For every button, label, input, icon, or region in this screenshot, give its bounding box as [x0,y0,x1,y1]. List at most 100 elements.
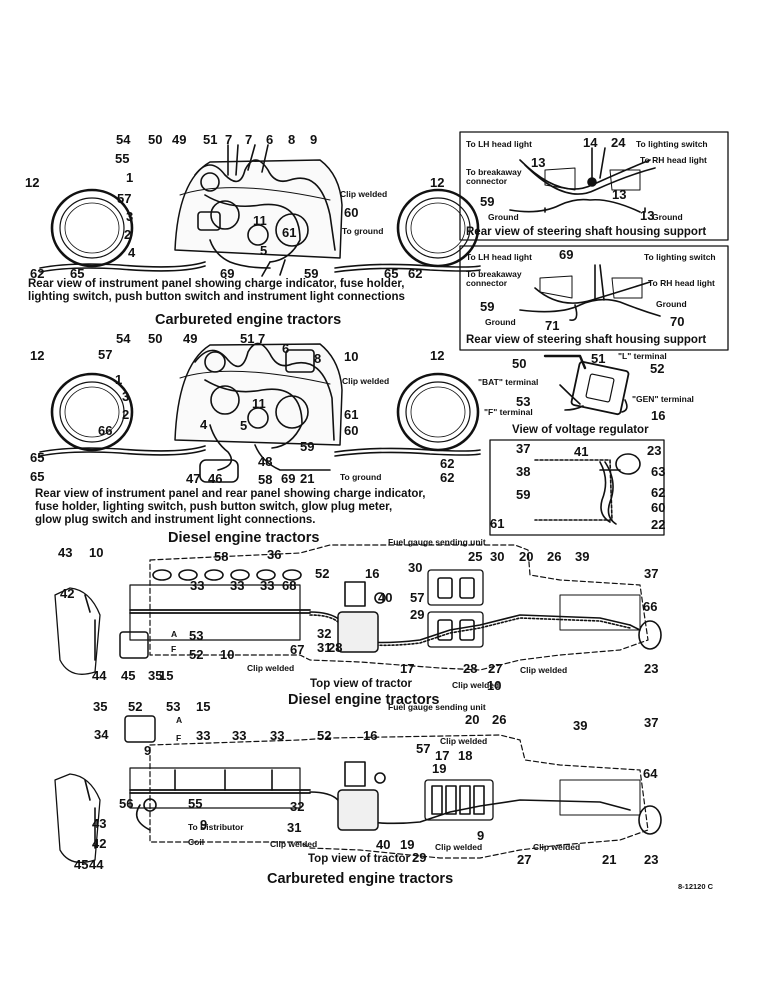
callout-number: 58 [258,472,273,487]
callout-number: 16 [651,408,666,423]
callout-number: 12 [25,175,40,190]
callout-number: 7 [225,132,233,147]
callout-number: 45 [121,668,136,683]
callout-number: 9 [144,743,152,758]
callout-number: 13 [531,155,546,170]
callout-number: 18 [458,748,473,763]
callout-number: 33 [196,728,211,743]
note-f-terminal: "F" terminal [484,407,533,417]
note-l-terminal: "L" terminal [618,351,667,361]
callout-number: 15 [159,668,174,683]
note-terminal-a: A [171,629,178,639]
instrument-panel-carbureted [39,144,481,277]
callout-number: 57 [416,741,431,756]
callout-number: 45 [74,857,89,872]
callout-number: 24 [611,135,626,150]
callout-number: 5 [260,243,268,258]
note-bat-terminal: "BAT" terminal [478,377,539,387]
callout-number: 65 [384,266,399,281]
callout-number: 43 [92,816,107,831]
callout-number: 37 [644,566,659,581]
callout-number: 59 [304,266,319,281]
callout-number: 50 [148,331,163,346]
callout-number: 59 [516,487,531,502]
callout-number: 19 [400,837,415,852]
note-clip-welded: Clip welded [340,189,388,199]
callout-number: 27 [517,852,532,867]
callout-number: 52 [189,647,204,662]
note-clip-welded: Clip welded [520,665,568,675]
callout-number: 4 [128,245,136,260]
callout-number: 28 [463,661,478,676]
callout-number: 30 [408,560,423,575]
callout-number: 12 [30,348,45,363]
callout-number: 41 [574,444,589,459]
callout-number: 43 [58,545,73,560]
callout-number: 57 [117,191,132,206]
title-carbureted-engine-tractors-2: Carbureted engine tractors [267,871,454,887]
note-terminal-f: F [171,644,177,654]
callout-number: 29 [412,850,427,865]
note-terminal-f: F [176,733,182,743]
caption-panel-diesel: Rear view of instrument panel and rear p… [35,488,426,526]
note-fuel-gauge-sending-unit: Fuel gauge sending unit [388,702,486,712]
callout-number: 40 [376,837,391,852]
callout-number: 53 [189,628,204,643]
callout-number: 62 [651,485,666,500]
callout-number: 30 [490,549,505,564]
note-ground: Ground [656,299,687,309]
callout-number: 7 [245,132,253,147]
callout-number: 7 [258,331,266,346]
callout-number: 16 [363,728,378,743]
callout-number: 10 [220,647,235,662]
note-to-rh-head-light: To RH head light [648,278,715,288]
steering-support-2 [459,245,729,351]
callout-number: 51 [240,331,255,346]
callout-number: 51 [591,351,606,366]
callout-number: 23 [647,443,662,458]
callout-number: 13 [640,208,655,223]
callout-number: 19 [432,761,447,776]
callout-number: 54 [116,132,131,147]
figure-number: 8-12120 C [678,882,714,891]
voltage-regulator [543,354,630,416]
callout-number: 40 [378,590,393,605]
callout-number: 62 [440,470,455,485]
callout-number: 1 [126,170,134,185]
callout-number: 14 [583,135,598,150]
callout-number: 65 [70,266,85,281]
callout-number: 59 [300,439,315,454]
callout-number: 63 [651,464,666,479]
callout-number: 32 [317,626,332,641]
callout-number: 53 [166,699,181,714]
note-clip-welded: Clip welded [270,839,318,849]
callout-number: 1 [115,372,123,387]
callout-number: 25 [468,549,483,564]
callout-number: 6 [266,132,274,147]
callout-number: 59 [480,194,495,209]
callout-number: 44 [92,668,107,683]
title-diesel-engine-tractors: Diesel engine tractors [168,530,320,546]
callout-number: 10 [344,349,359,364]
callout-number: 4 [200,417,208,432]
note-to-lighting-switch: To lighting switch [636,139,708,149]
callout-number: 13 [612,187,627,202]
callout-number: 61 [282,225,297,240]
note-ground: Ground [485,317,516,327]
callout-number: 60 [651,500,666,515]
callout-number: 52 [128,699,143,714]
callout-number: 42 [60,586,75,601]
rear-lamp-detail [489,439,665,536]
note-clip-welded: Clip welded [342,376,390,386]
steering-support-1 [459,131,729,241]
callout-number: 34 [94,727,109,742]
callout-number: 33 [232,728,247,743]
callout-number: 42 [92,836,107,851]
callout-number: 12 [430,348,445,363]
callout-number: 17 [435,748,450,763]
callout-number: 66 [98,423,113,438]
callout-number: 31 [287,820,302,835]
callout-number: 52 [650,361,665,376]
title-diesel-engine-tractors-2: Diesel engine tractors [288,692,440,708]
